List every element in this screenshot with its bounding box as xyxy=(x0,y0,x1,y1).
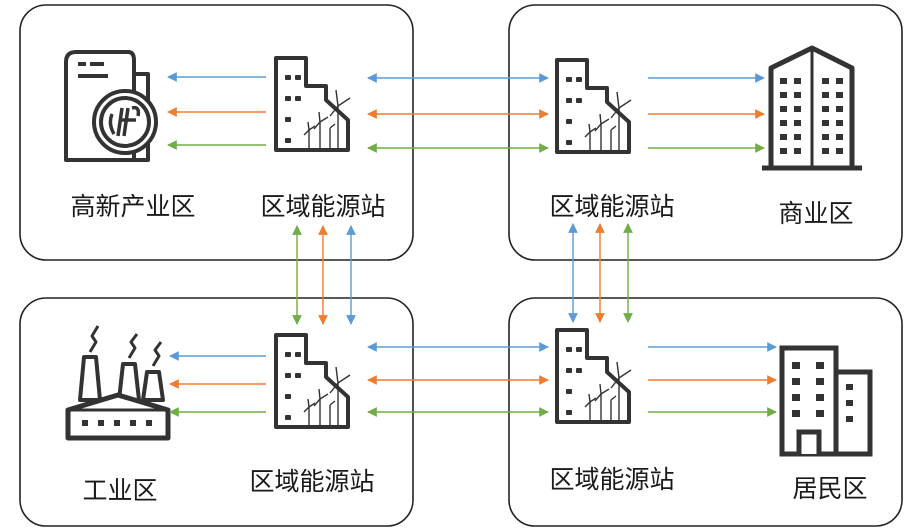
station-label: 区域能源站 xyxy=(249,467,374,496)
energy-station-icon xyxy=(274,56,352,152)
flow-arrows-vertical-right xyxy=(568,223,633,323)
station-label: 区域能源站 xyxy=(260,192,385,221)
residential-building-icon xyxy=(779,345,873,457)
station-label: 区域能源站 xyxy=(549,192,674,221)
flow-arrows-bottom-left xyxy=(169,351,266,417)
flow-arrows-top-middle xyxy=(367,73,549,153)
factory-icon xyxy=(65,325,171,441)
energy-station-icon xyxy=(555,58,633,154)
commercial-building-icon xyxy=(762,45,862,171)
energy-station-icon xyxy=(274,333,352,429)
zone-label-commercial: 商业区 xyxy=(778,199,853,228)
high-tech-park-icon xyxy=(64,50,158,162)
flow-arrows-vertical-left xyxy=(292,225,356,325)
station-label: 区域能源站 xyxy=(549,465,674,494)
flow-arrows-top-right xyxy=(648,73,765,153)
zone-label-residential: 居民区 xyxy=(792,474,867,503)
flow-arrows-top-left xyxy=(167,72,266,150)
flow-arrows-bottom-middle xyxy=(367,342,549,417)
energy-station-icon xyxy=(555,328,633,424)
zone-label-high-tech: 高新产业区 xyxy=(70,192,195,221)
flow-arrows-bottom-right xyxy=(648,342,777,417)
zone-label-industrial: 工业区 xyxy=(82,476,157,505)
panel-high-tech xyxy=(19,4,414,261)
panel-commercial xyxy=(508,4,903,261)
